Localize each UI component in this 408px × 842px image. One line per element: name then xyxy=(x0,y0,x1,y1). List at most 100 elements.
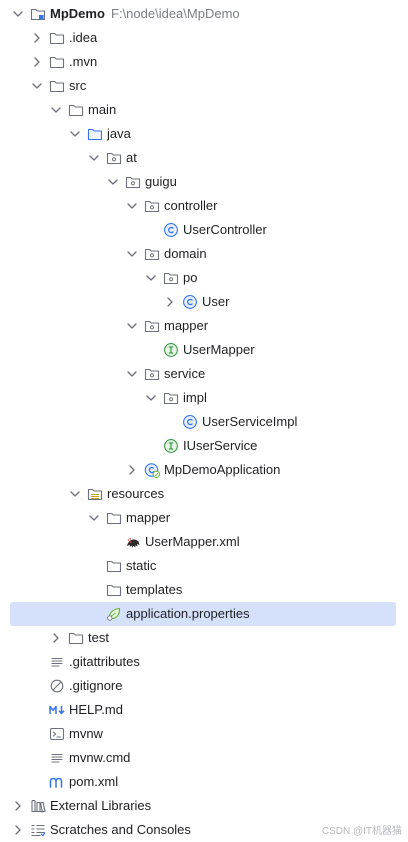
chevron-down-icon[interactable] xyxy=(125,367,139,381)
folder-icon xyxy=(49,54,65,70)
tree-item-mvn[interactable]: .mvn xyxy=(0,50,408,74)
chevron-down-icon[interactable] xyxy=(49,103,63,117)
spring-boot-class-icon xyxy=(144,462,160,478)
tree-item-mvnw-cmd[interactable]: mvnw.cmd xyxy=(0,746,408,770)
tree-item-mapper-folder[interactable]: mapper xyxy=(0,506,408,530)
chevron-down-icon[interactable] xyxy=(68,487,82,501)
package-icon xyxy=(163,270,179,286)
chevron-down-icon[interactable] xyxy=(125,319,139,333)
chevron-right-icon[interactable] xyxy=(30,31,44,45)
folder-icon xyxy=(49,30,65,46)
folder-icon xyxy=(68,102,84,118)
tree-item-main[interactable]: main xyxy=(0,98,408,122)
resources-folder-icon xyxy=(87,486,103,502)
tree-item-label: test xyxy=(88,630,109,645)
watermark: CSDN @IT机器猫 xyxy=(321,826,402,837)
tree-item-label: service xyxy=(164,366,206,381)
tree-item-mvnw[interactable]: mvnw xyxy=(0,722,408,746)
tree-item-mapper-package[interactable]: mapper xyxy=(0,314,408,338)
source-folder-icon xyxy=(87,126,103,142)
tree-item-scratches-and-consoles[interactable]: Scratches and Consoles xyxy=(0,818,408,842)
tree-item-label: mapper xyxy=(164,318,209,333)
tree-item-mpdemoapplication[interactable]: MpDemoApplication xyxy=(0,458,408,482)
tree-item-label: po xyxy=(183,270,198,285)
tree-item-userserviceimpl[interactable]: UserServiceImpl xyxy=(0,410,408,434)
maven-icon xyxy=(49,774,65,790)
tree-item-label: .gitignore xyxy=(69,678,123,693)
tree-item-label: HELP.md xyxy=(69,702,123,717)
tree-item-label: Scratches and Consoles xyxy=(50,822,191,837)
chevron-down-icon[interactable] xyxy=(144,391,158,405)
folder-icon xyxy=(106,510,122,526)
tree-item-static[interactable]: static xyxy=(0,554,408,578)
tree-item-label: pom.xml xyxy=(69,774,119,789)
chevron-right-icon[interactable] xyxy=(11,823,25,837)
tree-item-label: guigu xyxy=(145,174,177,189)
tree-item-impl[interactable]: impl xyxy=(0,386,408,410)
tree-item-src[interactable]: src xyxy=(0,74,408,98)
tree-item-user[interactable]: User xyxy=(0,290,408,314)
chevron-down-icon[interactable] xyxy=(106,175,120,189)
tree-item-at[interactable]: at xyxy=(0,146,408,170)
tree-item-usercontroller[interactable]: UserController xyxy=(0,218,408,242)
tree-item-gitattributes[interactable]: .gitattributes xyxy=(0,650,408,674)
tree-item-domain[interactable]: domain xyxy=(0,242,408,266)
tree-item-label: IUserService xyxy=(183,438,258,453)
chevron-right-icon[interactable] xyxy=(30,55,44,69)
tree-item-help-md[interactable]: HELP.md xyxy=(0,698,408,722)
chevron-right-icon[interactable] xyxy=(163,295,177,309)
package-icon xyxy=(144,318,160,334)
tree-item-application-properties[interactable]: application.properties xyxy=(0,602,408,626)
class-icon xyxy=(163,222,179,238)
chevron-down-icon[interactable] xyxy=(125,247,139,261)
tree-item-test[interactable]: test xyxy=(0,626,408,650)
tree-item-label: UserMapper xyxy=(183,342,255,357)
tree-item-label: main xyxy=(88,102,117,117)
tree-item-gitignore[interactable]: .gitignore xyxy=(0,674,408,698)
chevron-down-icon[interactable] xyxy=(125,199,139,213)
libraries-icon xyxy=(30,798,46,814)
tree-item-label: templates xyxy=(126,582,183,597)
chevron-right-icon[interactable] xyxy=(125,463,139,477)
tree-item-pom-xml[interactable]: pom.xml xyxy=(0,770,408,794)
tree-item-java[interactable]: java xyxy=(0,122,408,146)
tree-item-usermapper[interactable]: UserMapper xyxy=(0,338,408,362)
tree-item-resources[interactable]: resources xyxy=(0,482,408,506)
tree-item-label: .idea xyxy=(69,30,98,45)
tree-item-service[interactable]: service xyxy=(0,362,408,386)
tree-item-po[interactable]: po xyxy=(0,266,408,290)
tree-item-label: .gitattributes xyxy=(69,654,140,669)
spring-properties-icon xyxy=(106,606,122,622)
text-file-icon xyxy=(49,654,65,670)
chevron-down-icon[interactable] xyxy=(87,151,101,165)
shell-script-icon xyxy=(49,726,65,742)
tree-item-iuserservice[interactable]: IUserService xyxy=(0,434,408,458)
chevron-down-icon[interactable] xyxy=(30,79,44,93)
tree-item-guigu[interactable]: guigu xyxy=(0,170,408,194)
tree-item-label: External Libraries xyxy=(50,798,152,813)
folder-icon xyxy=(49,78,65,94)
tree-item-controller[interactable]: controller xyxy=(0,194,408,218)
package-icon xyxy=(144,198,160,214)
chevron-right-icon[interactable] xyxy=(11,799,25,813)
chevron-down-icon[interactable] xyxy=(87,511,101,525)
tree-item-label: java xyxy=(107,126,131,141)
tree-item-external-libraries[interactable]: External Libraries xyxy=(0,794,408,818)
tree-item-label: MpDemoApplication xyxy=(164,462,281,477)
tree-item-usermapper-xml[interactable]: UserMapper.xml xyxy=(0,530,408,554)
tree-item-label: UserMapper.xml xyxy=(145,534,240,549)
scratches-icon xyxy=(30,822,46,838)
tree-item-idea[interactable]: .idea xyxy=(0,26,408,50)
tree-item-label: at xyxy=(126,150,137,165)
chevron-down-icon[interactable] xyxy=(68,127,82,141)
chevron-down-icon[interactable] xyxy=(11,7,25,21)
ignore-file-icon xyxy=(49,678,65,694)
tree-item-label: src xyxy=(69,78,87,93)
tree-item-label: .mvn xyxy=(69,54,98,69)
module-folder-icon xyxy=(30,6,46,22)
tree-item-templates[interactable]: templates xyxy=(0,578,408,602)
chevron-down-icon[interactable] xyxy=(144,271,158,285)
chevron-right-icon[interactable] xyxy=(49,631,63,645)
